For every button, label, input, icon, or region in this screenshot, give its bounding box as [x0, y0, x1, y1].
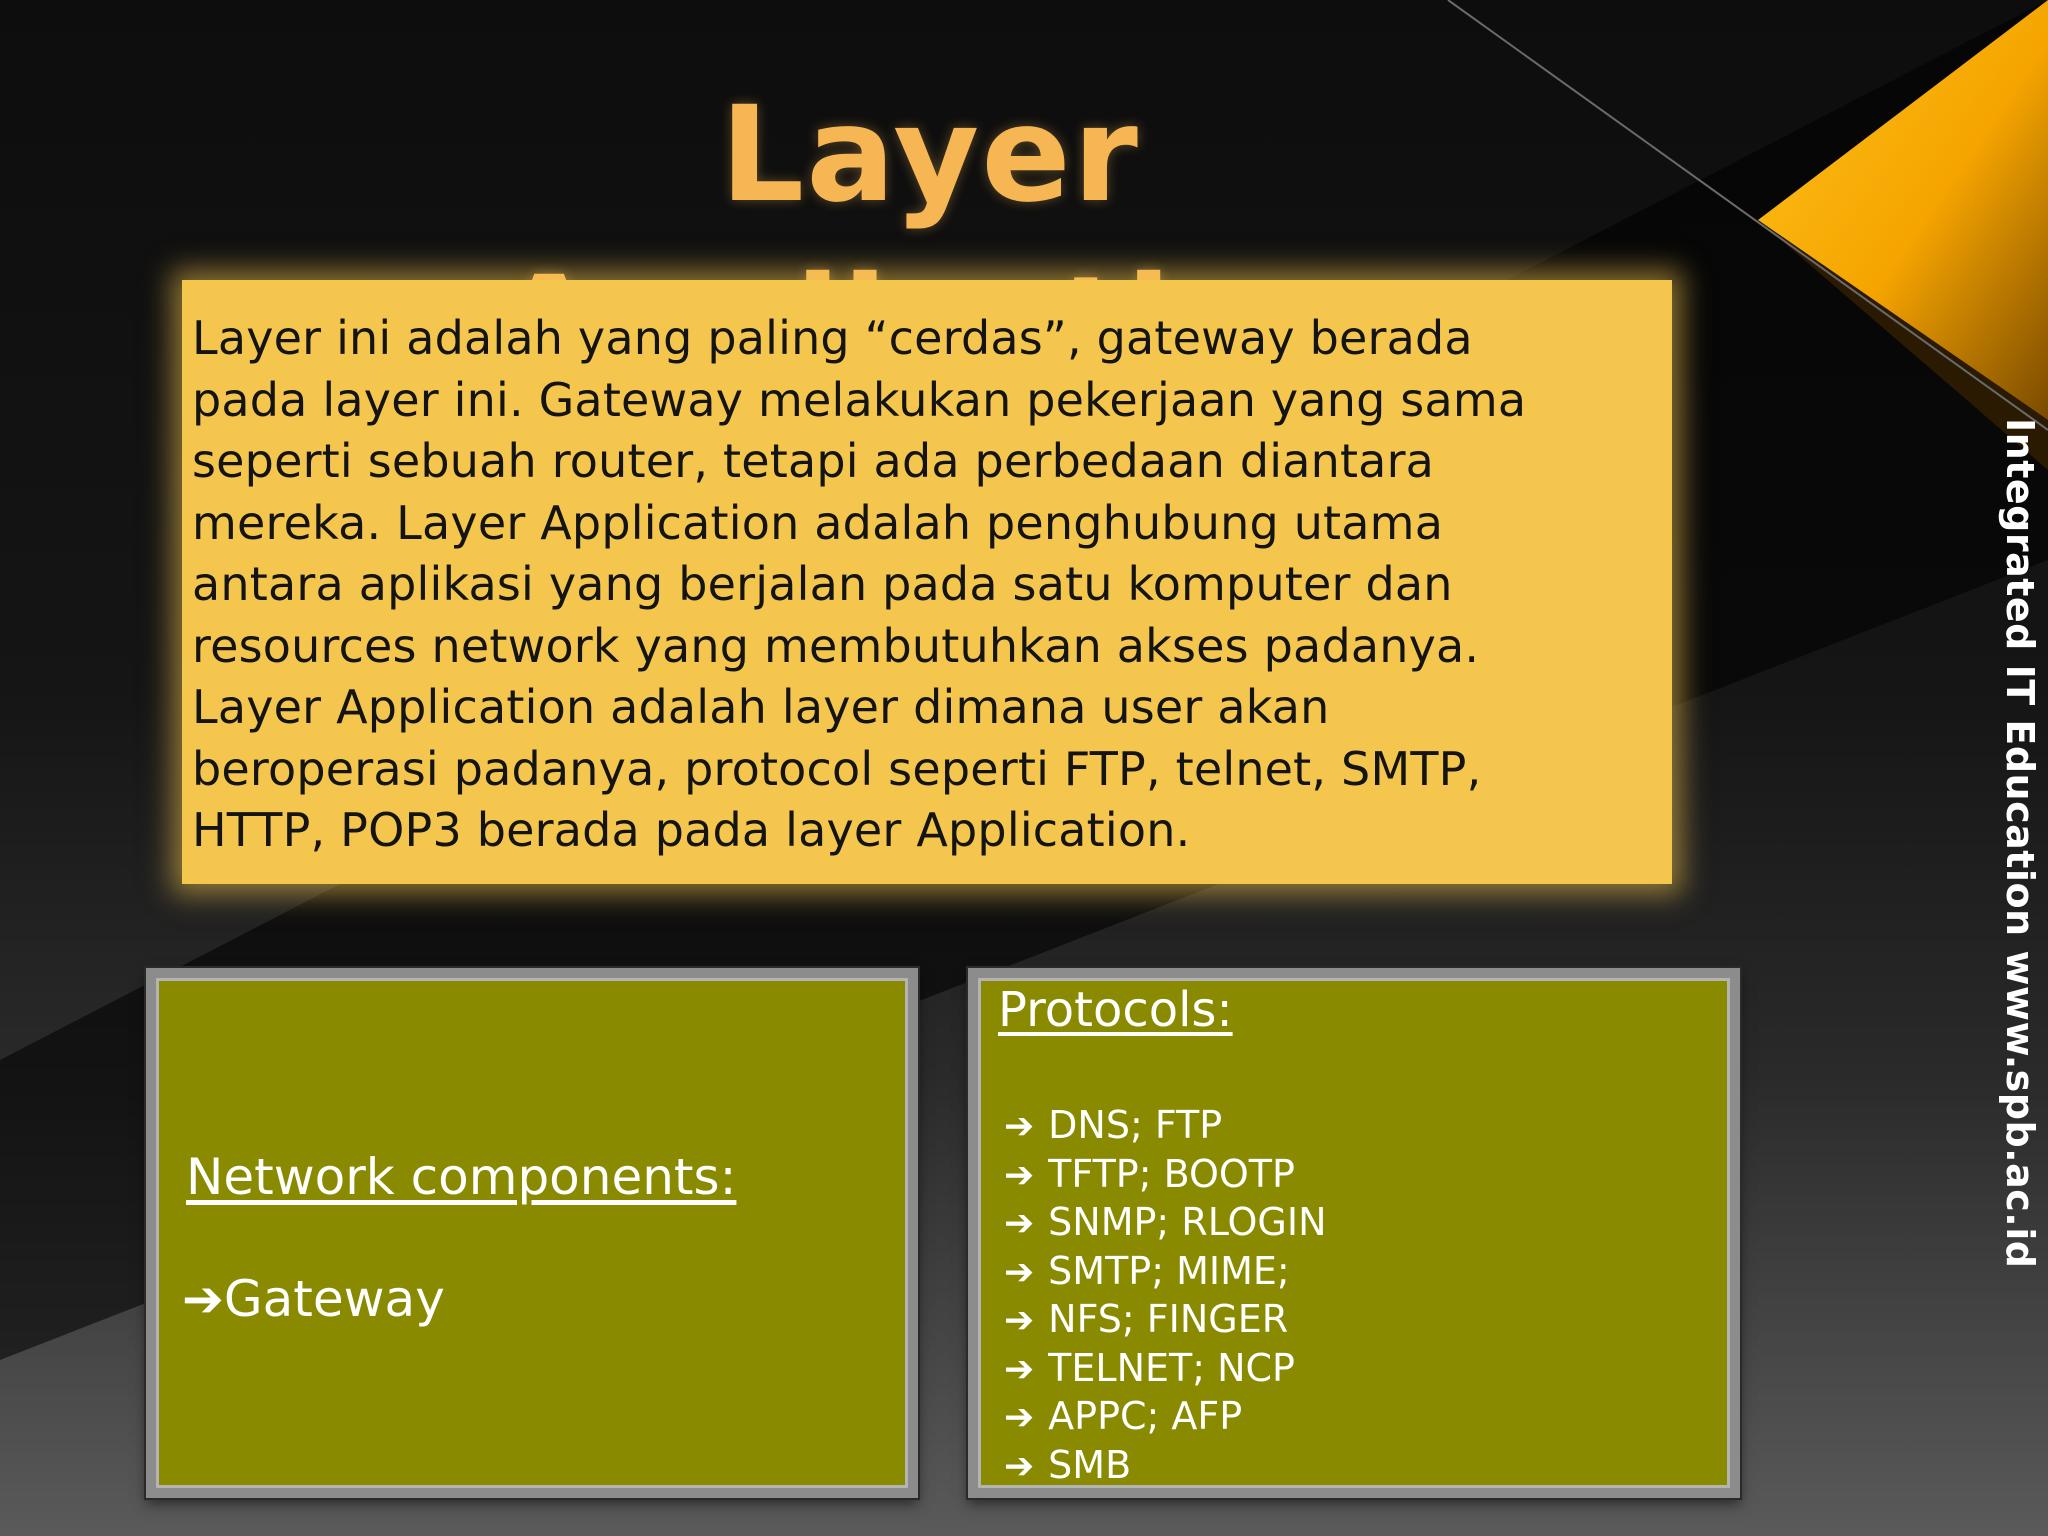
intro-paragraph: Layer ini adalah yang paling “cerdas”, g… — [192, 308, 1648, 862]
component-item: ➔Gateway — [182, 1270, 445, 1328]
intro-line: mereka. Layer Application adalah penghub… — [192, 495, 1444, 550]
arrow-right-icon: ➔ — [1004, 1203, 1035, 1244]
protocol-label: SMB — [1048, 1442, 1132, 1487]
protocol-label: TFTP; BOOTP — [1048, 1151, 1295, 1196]
arrow-right-icon: ➔ — [1004, 1251, 1035, 1293]
network-components-heading: Network components: — [186, 1148, 737, 1206]
intro-line: HTTP, POP3 berada pada layer Application… — [192, 803, 1191, 857]
protocol-item: ➔ NFS; FINGER — [1004, 1296, 1327, 1345]
protocols-box: Protocols: ➔ DNS; FTP ➔ TFTP; BOOTP ➔ SNMP;… — [968, 968, 1740, 1498]
protocol-item: ➔ SNMP; RLOGIN — [1004, 1199, 1327, 1248]
orange-wedge — [1758, 0, 2048, 420]
arrow-right-icon: ➔ — [1004, 1106, 1035, 1147]
arrow-right-icon: ➔ — [1004, 1397, 1035, 1438]
intro-text-box: Layer ini adalah yang paling “cerdas”, g… — [182, 280, 1672, 884]
protocols-heading: Protocols: — [998, 982, 1233, 1038]
diagonal-line — [1447, 0, 2048, 431]
protocol-label: NFS; FINGER — [1048, 1297, 1289, 1341]
protocol-item: ➔ TFTP; BOOTP — [1004, 1151, 1327, 1200]
protocol-item: ➔ TELNET; NCP — [1004, 1345, 1327, 1394]
orange-wedge-shadow — [1758, 220, 2048, 470]
component-label: Gateway — [223, 1270, 445, 1328]
arrow-right-icon: ➔ — [1004, 1154, 1035, 1196]
protocol-label: DNS; FTP — [1048, 1103, 1223, 1147]
intro-line: resources network yang membutuhkan akses… — [192, 618, 1480, 673]
protocol-list: ➔ DNS; FTP ➔ TFTP; BOOTP ➔ SNMP; RLOGIN ➔ SM… — [1004, 1102, 1327, 1490]
arrow-right-icon: ➔ — [1004, 1445, 1035, 1487]
protocol-label: SNMP; RLOGIN — [1048, 1200, 1327, 1244]
protocol-item: ➔ SMTP; MIME; — [1004, 1248, 1327, 1297]
side-footer-text: Integrated IT Education www.spb.ac.id — [1998, 418, 2042, 1269]
intro-line: Layer ini adalah yang paling “cerdas”, g… — [192, 311, 1473, 365]
protocol-item: ➔ SMB — [1004, 1442, 1327, 1491]
network-components-box: Network components: ➔Gateway — [146, 968, 918, 1498]
protocol-item: ➔ DNS; FTP — [1004, 1102, 1327, 1151]
protocol-label: SMTP; MIME; — [1048, 1248, 1290, 1293]
intro-line: seperti sebuah router, tetapi ada perbed… — [192, 434, 1435, 488]
intro-line: beroperasi padanya, protocol seperti FTP… — [192, 741, 1482, 796]
intro-line: antara aplikasi yang berjalan pada satu … — [192, 557, 1453, 611]
arrow-right-icon: ➔ — [1004, 1348, 1035, 1390]
arrow-right-icon: ➔ — [182, 1270, 224, 1328]
slide-title: Layer Application — [498, 78, 1360, 402]
protocol-label: APPC; AFP — [1048, 1394, 1243, 1438]
arrow-right-icon: ➔ — [1004, 1300, 1035, 1341]
protocol-label: TELNET; NCP — [1048, 1345, 1295, 1390]
intro-line: Layer Application adalah layer dimana us… — [192, 680, 1330, 734]
intro-line: pada layer ini. Gateway melakukan pekerj… — [192, 372, 1527, 427]
protocol-item: ➔ APPC; AFP — [1004, 1393, 1327, 1442]
